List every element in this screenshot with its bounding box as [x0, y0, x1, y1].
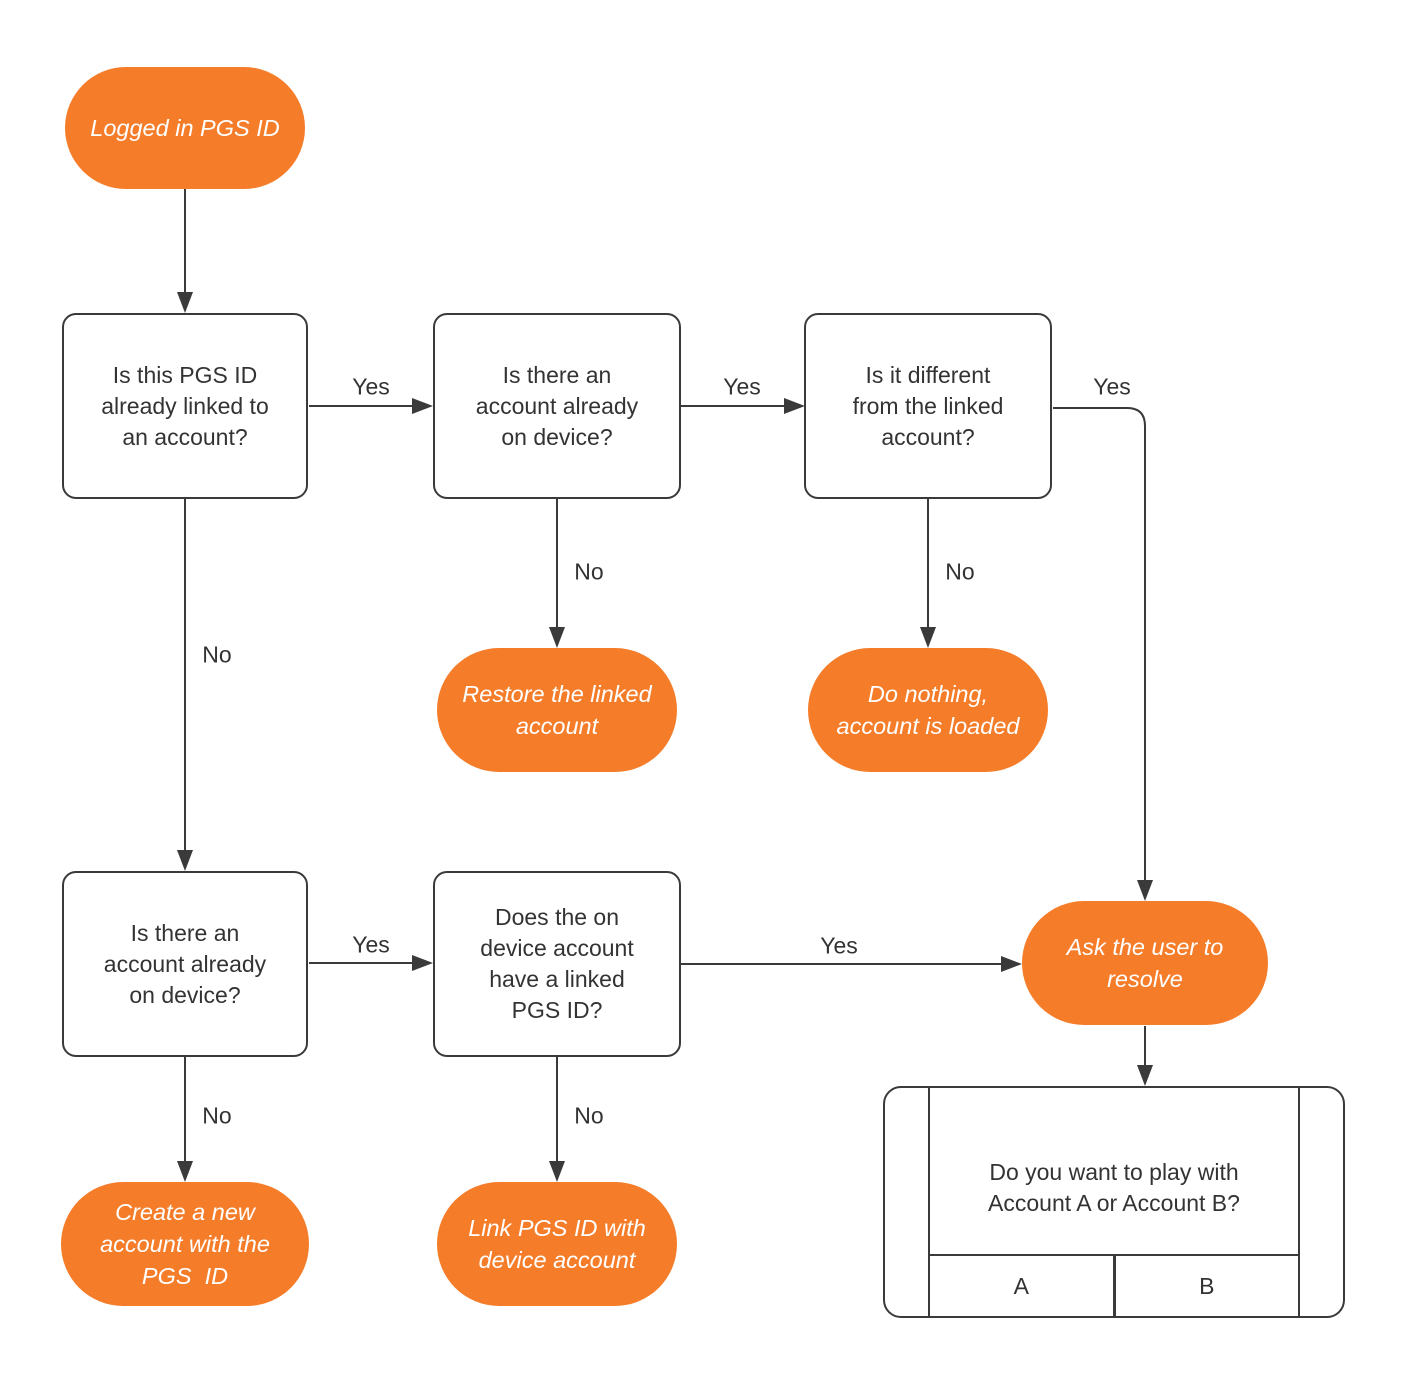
- node-action-do-nothing: Do nothing, account is loaded: [808, 648, 1048, 772]
- node-action-do-nothing-label: Do nothing, account is loaded: [836, 681, 1020, 739]
- dialog-question-text: Do you want to play with Account A or Ac…: [988, 1159, 1240, 1216]
- node-question-pgs-id-linked-label: Is this PGS ID already linked to an acco…: [101, 361, 269, 450]
- dialog-button-account-b: B: [1112, 1256, 1299, 1316]
- node-account-picker-dialog: Do you want to play with Account A or Ac…: [883, 1086, 1345, 1318]
- node-action-link-pgs-id: Link PGS ID with device account: [437, 1182, 677, 1306]
- dialog-button-row: A B: [930, 1254, 1298, 1316]
- node-action-restore-linked-account-label: Restore the linked account: [462, 681, 652, 739]
- node-start-label: Logged in PGS ID: [90, 115, 280, 141]
- edge-label-pgs-linked-yes: Yes: [820, 932, 858, 959]
- node-question-account-on-device-top-label: Is there an account already on device?: [475, 361, 639, 450]
- node-action-ask-user-to-resolve-label: Ask the user to resolve: [1066, 934, 1224, 992]
- node-action-restore-linked-account: Restore the linked account: [437, 648, 677, 772]
- node-question-pgs-id-linked: Is this PGS ID already linked to an acco…: [62, 313, 308, 499]
- edge-label-linked-no: No: [202, 641, 232, 668]
- edge-label-different-yes: Yes: [1093, 373, 1131, 400]
- node-action-ask-user-to-resolve: Ask the user to resolve: [1022, 901, 1268, 1025]
- dialog-panel: Do you want to play with Account A or Ac…: [928, 1088, 1300, 1316]
- edge-label-linked-yes: Yes: [352, 373, 390, 400]
- node-start-logged-in-pgs-id: Logged in PGS ID: [65, 67, 305, 189]
- node-question-different-from-linked-label: Is it different from the linked account?: [852, 361, 1004, 450]
- edge-label-device-top-no: No: [574, 558, 604, 585]
- node-action-create-new-account: Create a new account with the PGS ID: [61, 1182, 309, 1306]
- node-question-different-from-linked: Is it different from the linked account?: [804, 313, 1052, 499]
- edge-label-different-no: No: [945, 558, 975, 585]
- dialog-button-account-a: A: [1013, 1272, 1029, 1299]
- edge-label-device-bottom-yes: Yes: [352, 931, 390, 958]
- edge-label-pgs-linked-no: No: [574, 1102, 604, 1129]
- node-question-account-on-device-top: Is there an account already on device?: [433, 313, 681, 499]
- node-question-account-on-device-bottom: Is there an account already on device?: [62, 871, 308, 1057]
- edge-label-device-top-yes: Yes: [723, 373, 761, 400]
- node-action-create-new-account-label: Create a new account with the PGS ID: [100, 1199, 270, 1289]
- edge-label-device-bottom-no: No: [202, 1102, 232, 1129]
- node-question-account-on-device-bottom-label: Is there an account already on device?: [103, 919, 267, 1008]
- node-question-device-account-has-pgs-id-label: Does the on device account have a linked…: [480, 904, 634, 1023]
- node-question-device-account-has-pgs-id: Does the on device account have a linked…: [433, 871, 681, 1057]
- node-action-link-pgs-id-label: Link PGS ID with device account: [468, 1215, 646, 1273]
